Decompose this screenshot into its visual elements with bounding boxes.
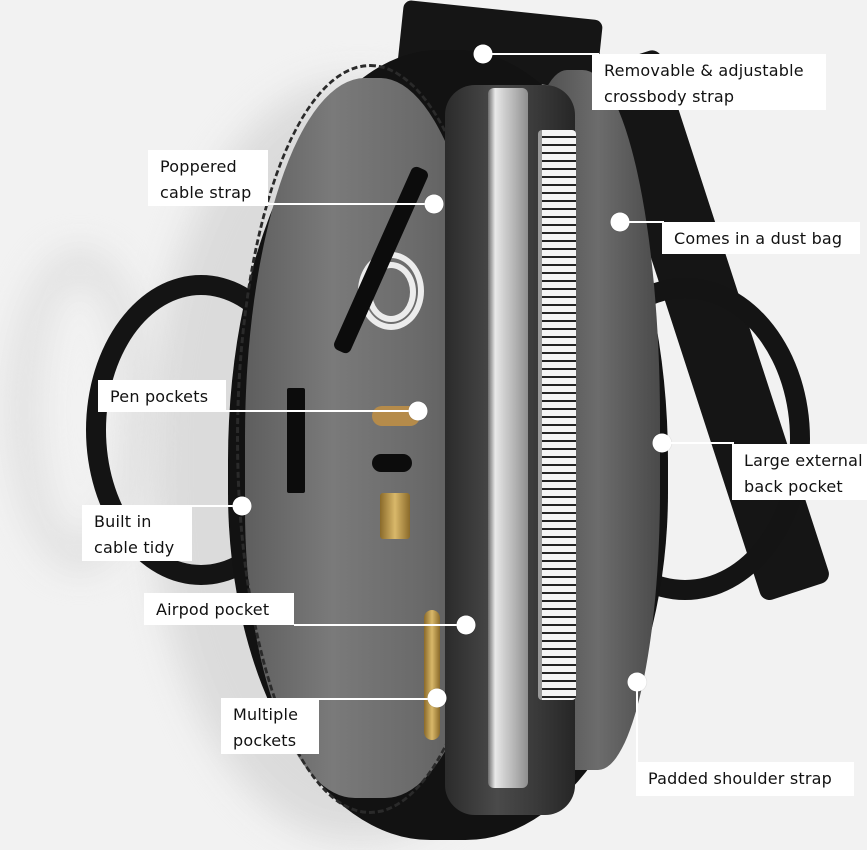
spiral-notebook	[538, 130, 576, 700]
callout-shoulder-strap: Padded shoulder strap	[636, 762, 854, 796]
callout-crossbody-strap: Removable & adjustable crossbody strap	[592, 54, 826, 110]
callout-airpod-pocket: Airpod pocket	[144, 593, 294, 625]
callout-cable-tidy: Built in cable tidy	[82, 505, 192, 561]
callout-pen-pockets: Pen pockets	[98, 380, 226, 412]
callout-back-pocket: Large external back pocket	[732, 444, 867, 500]
key-fob	[372, 454, 412, 472]
callout-dot	[408, 401, 428, 421]
laptop	[488, 88, 528, 788]
callout-line	[636, 682, 638, 764]
callout-line	[294, 624, 466, 626]
brass-tag	[380, 493, 410, 539]
pen-pocket-slot	[287, 388, 305, 493]
callout-line	[483, 53, 599, 55]
callout-line	[226, 410, 418, 412]
callout-dot	[427, 688, 447, 708]
callout-cable-strap: Poppered cable strap	[148, 150, 268, 206]
callout-line	[192, 505, 242, 507]
callout-line	[662, 442, 734, 444]
callout-line	[620, 221, 664, 223]
callout-multiple-pockets: Multiple pockets	[221, 698, 319, 754]
carabiner	[424, 610, 440, 740]
callout-dot	[424, 194, 444, 214]
callout-line	[319, 698, 437, 700]
callout-dot	[456, 615, 476, 635]
callout-dust-bag: Comes in a dust bag	[662, 222, 860, 254]
callout-dot	[232, 496, 252, 516]
callout-line	[268, 203, 434, 205]
